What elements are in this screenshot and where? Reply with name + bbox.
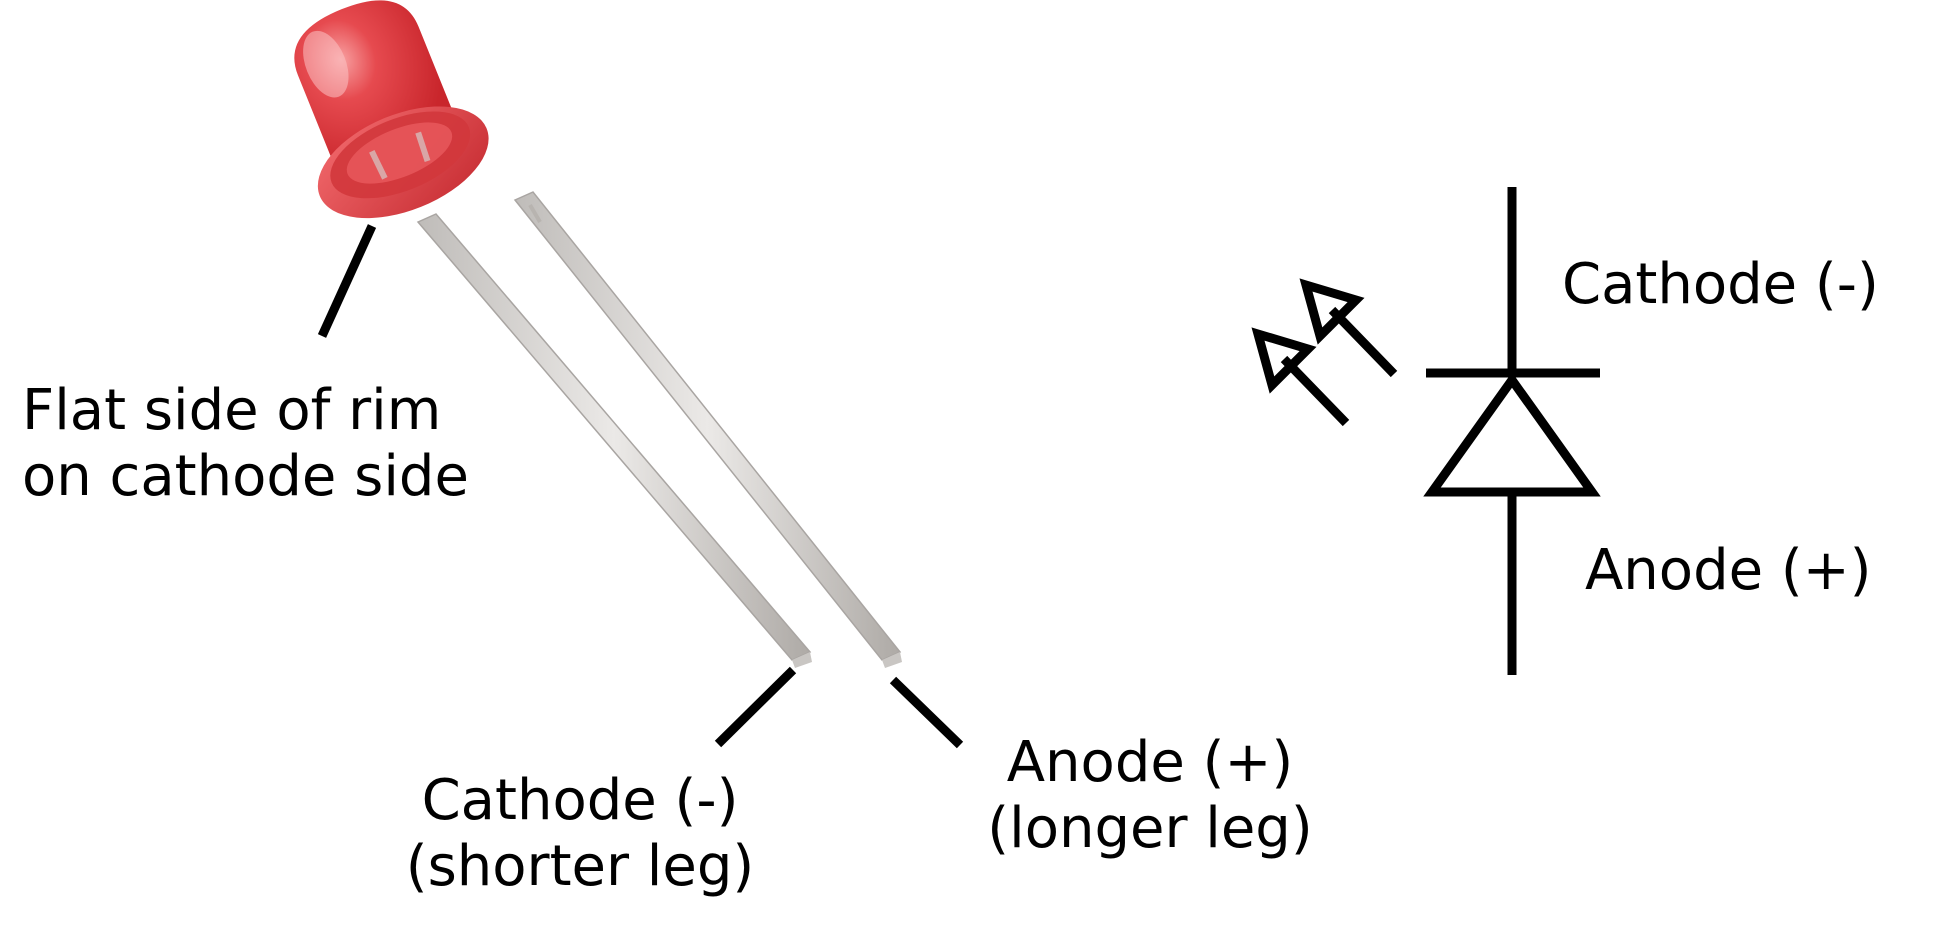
anode-lead xyxy=(513,191,902,668)
cathode-leg-label-line-1: Cathode (-) xyxy=(421,768,739,833)
cathode-lead xyxy=(416,213,812,668)
emitted-light-arrows-icon xyxy=(1251,278,1398,427)
flat-side-pointer-line xyxy=(317,224,377,338)
symbol-anode-label: Anode (+) xyxy=(1585,538,1872,603)
cathode-leg-label: Cathode (-) (shorter leg) xyxy=(375,768,785,900)
anode-leg-label-line-1: Anode (+) xyxy=(1006,730,1294,795)
cathode-leg-label-line-2: (shorter leg) xyxy=(405,834,755,899)
anode-leg-label-line-2: (longer leg) xyxy=(987,796,1313,861)
led-schematic-symbol-icon xyxy=(1423,187,1601,675)
anode-leg-label: Anode (+) (longer leg) xyxy=(960,730,1340,862)
red-led-icon xyxy=(294,0,902,668)
led-body xyxy=(294,0,489,219)
cathode-pointer-line xyxy=(714,666,797,748)
flat-side-label-line-2: on cathode side xyxy=(22,444,469,509)
flat-side-label: Flat side of rim on cathode side xyxy=(22,378,469,510)
symbol-cathode-label: Cathode (-) xyxy=(1562,252,1879,317)
anode-pointer-line xyxy=(889,676,964,749)
flat-side-label-line-1: Flat side of rim xyxy=(22,378,442,443)
